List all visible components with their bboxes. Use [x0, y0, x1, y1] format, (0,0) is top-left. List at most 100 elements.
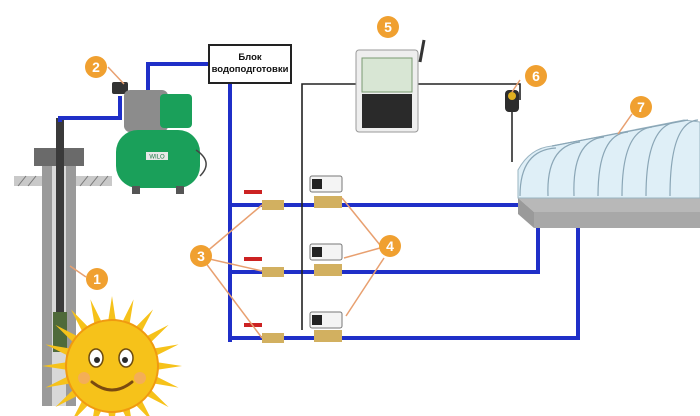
marker-2: 2: [85, 56, 107, 78]
marker-circle: [377, 16, 399, 38]
soil-sensor: [505, 90, 519, 162]
well-pump: [53, 312, 67, 352]
marker-number: 1: [93, 271, 101, 287]
marker-number: 2: [92, 59, 100, 75]
marker-circle: [86, 268, 108, 290]
marker-circle: [85, 56, 107, 78]
marker-circle: [379, 235, 401, 257]
marker-circle: [190, 245, 212, 267]
sun-right-cheek: [134, 372, 146, 384]
leader-4c: [345, 257, 385, 317]
solenoid-valve-3: [309, 311, 343, 342]
sun-ray: [90, 299, 103, 326]
greenhouse-base-front: [518, 198, 700, 212]
ball-valve-1: [244, 190, 284, 210]
pump-station: WILO: [112, 82, 207, 194]
leader-6: [511, 79, 521, 93]
marker-3: 3: [190, 245, 212, 267]
pump-cable: [195, 149, 207, 177]
sun-smile: [90, 380, 134, 392]
solenoid-cap: [312, 315, 322, 325]
leader-7: [617, 113, 633, 135]
leader-3c: [204, 261, 263, 339]
controller-board: [361, 57, 413, 93]
pump-foot-right: [176, 186, 184, 194]
solenoid-body: [314, 196, 342, 208]
pipe-line-3: [228, 226, 580, 340]
valve-body: [262, 200, 284, 210]
marker-circle: [525, 65, 547, 87]
well-pipe: [56, 118, 64, 318]
marker-1: 1: [86, 268, 108, 290]
sun-ray: [134, 309, 154, 333]
marker-7: 7: [630, 96, 652, 118]
marker-number: 7: [637, 99, 645, 115]
leader-2: [107, 66, 125, 85]
greenhouse-base-side: [518, 198, 534, 228]
leader-3b: [204, 257, 263, 272]
solenoid-valve-2: [309, 243, 343, 276]
sun-face: [65, 319, 159, 413]
controller: [355, 39, 426, 133]
solenoid-cap: [312, 179, 322, 189]
solenoid-valve-1: [309, 175, 343, 208]
ground-hatching: [17, 175, 109, 187]
water-treatment-block: Блок водоподготовки: [208, 44, 292, 84]
pump-motor: [124, 90, 168, 132]
sun-ray: [55, 324, 79, 344]
pressure-gauge: [112, 82, 128, 94]
sun-ray: [45, 344, 72, 357]
marker-number: 4: [386, 238, 394, 254]
marker-6: 6: [525, 65, 547, 87]
sun-ray: [70, 309, 90, 333]
valve-handle: [244, 190, 262, 194]
sun-ray: [145, 324, 169, 344]
leader-4b: [343, 247, 381, 259]
marker-number: 3: [197, 248, 205, 264]
marker-number: 6: [532, 68, 540, 84]
valve-handle: [244, 257, 262, 261]
number-markers: 1 2 3 4 5 6 7: [85, 16, 652, 290]
marker-circle: [630, 96, 652, 118]
pipe-well-to-pump: [58, 96, 122, 122]
pump-foot-left: [132, 186, 140, 194]
greenhouse-base: [534, 212, 700, 228]
marker-5: 5: [377, 16, 399, 38]
pump-head: [160, 94, 192, 128]
sun-ray: [155, 362, 182, 370]
controller-panel: [362, 94, 412, 128]
marker-4: 4: [379, 235, 401, 257]
sun-ray: [108, 296, 116, 323]
sun-ray: [152, 344, 179, 357]
leader-1: [69, 265, 87, 278]
sun-ray: [55, 388, 79, 408]
water-treatment-label: Блок водоподготовки: [211, 52, 289, 75]
pump-brand-plate: [146, 152, 168, 160]
pipe-pump-to-block: [146, 62, 210, 90]
solenoid-body: [314, 264, 342, 276]
ball-valve-2: [244, 257, 284, 277]
sun-ray: [145, 388, 169, 408]
greenhouse-arches: [519, 119, 699, 197]
sun-left-pupil: [94, 357, 100, 363]
controller-antenna: [418, 39, 426, 63]
pump-brand: WILO: [149, 155, 165, 161]
valve-body: [262, 267, 284, 277]
sensor-display: [508, 92, 516, 100]
solenoid-body: [314, 330, 342, 342]
greenhouse: [517, 119, 700, 228]
marker-number: 5: [384, 19, 392, 35]
solenoid-cap: [312, 247, 322, 257]
sun-right-pupil: [122, 357, 128, 363]
leader-4a: [341, 197, 381, 246]
sun-ray: [152, 375, 179, 388]
sun-illustration: [42, 296, 182, 416]
leader-lines: [69, 66, 633, 339]
leader-3a: [204, 204, 263, 254]
sun-left-cheek: [78, 372, 90, 384]
sun-ray: [45, 375, 72, 388]
valve-body: [262, 333, 284, 343]
sun-ray: [121, 299, 134, 326]
